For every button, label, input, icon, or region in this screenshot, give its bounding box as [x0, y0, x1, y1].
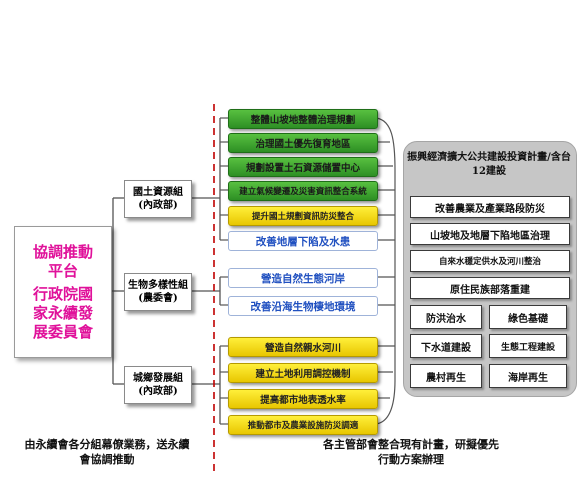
panel-item: 改善農業及產業路段防災: [410, 196, 570, 218]
group-land-resources-agency: (內政部): [138, 200, 178, 211]
biodiversity-item: 改善沿海生物棲地環境: [228, 296, 378, 316]
urban-item: 提高都市地表透水率: [228, 389, 378, 409]
group-urban-rural-agency: (內政部): [138, 386, 178, 397]
footer-right-note: 各主管部會整合現有計畫，研擬優先行動方案辦理: [323, 438, 499, 466]
panel-item: 自來水穩定供水及河川整治: [410, 250, 570, 272]
group-biodiversity-name: 生物多樣性組: [128, 280, 188, 291]
group-biodiversity-agency: (農委會): [138, 293, 178, 304]
group-land-resources-name: 國土資源組: [133, 187, 183, 198]
urban-item: 營造自然親水河川: [228, 337, 378, 357]
panel-item: 山坡地及地層下陷地區治理: [410, 223, 570, 245]
land-item: 整體山坡地整體治理規劃: [228, 109, 378, 129]
panel-item: 綠色基礎: [489, 305, 567, 329]
land-item: 改善地層下陷及水患: [228, 231, 378, 251]
panel-item: 下水道建設: [410, 334, 482, 358]
panel-item: 生態工程建設: [489, 334, 567, 358]
land-item: 建立氣候變遷及災害資訊整合系統: [228, 181, 378, 201]
panel-item: 原住民族部落重建: [410, 277, 570, 299]
panel-title: 振興經濟擴大公共建設投資計畫/含台12建設: [407, 152, 571, 177]
biodiversity-item: 營造自然生態河岸: [228, 268, 378, 288]
panel-item: 農村再生: [410, 364, 482, 388]
group-urban-rural: 城鄉發展組 (內政部): [124, 366, 192, 404]
panel-item: 海岸再生: [489, 364, 567, 388]
footer-left-note: 由永續會各分組幕僚業務，送永續會協調推動: [24, 438, 190, 466]
coordination-platform-label: 協調推動平台: [32, 242, 93, 280]
panel-item: 防洪治水: [410, 305, 482, 329]
group-urban-rural-name: 城鄉發展組: [133, 373, 183, 384]
group-biodiversity: 生物多樣性組 (農委會): [124, 273, 192, 311]
coordination-platform-box: 協調推動平台 行政院國家永續發展委員會: [14, 226, 112, 358]
sustainable-development-committee-label: 行政院國家永續發展委員會: [32, 284, 93, 341]
land-item: 提升國土規劃資訊防災整合: [228, 206, 378, 226]
land-item: 治理國土優先復育地區: [228, 133, 378, 153]
group-land-resources: 國土資源組 (內政部): [124, 180, 192, 218]
urban-item: 建立土地利用調控機制: [228, 363, 378, 383]
urban-item: 推動都市及農業設施防災調適: [228, 415, 378, 435]
land-item: 規劃設置土石資源儲置中心: [228, 157, 378, 177]
